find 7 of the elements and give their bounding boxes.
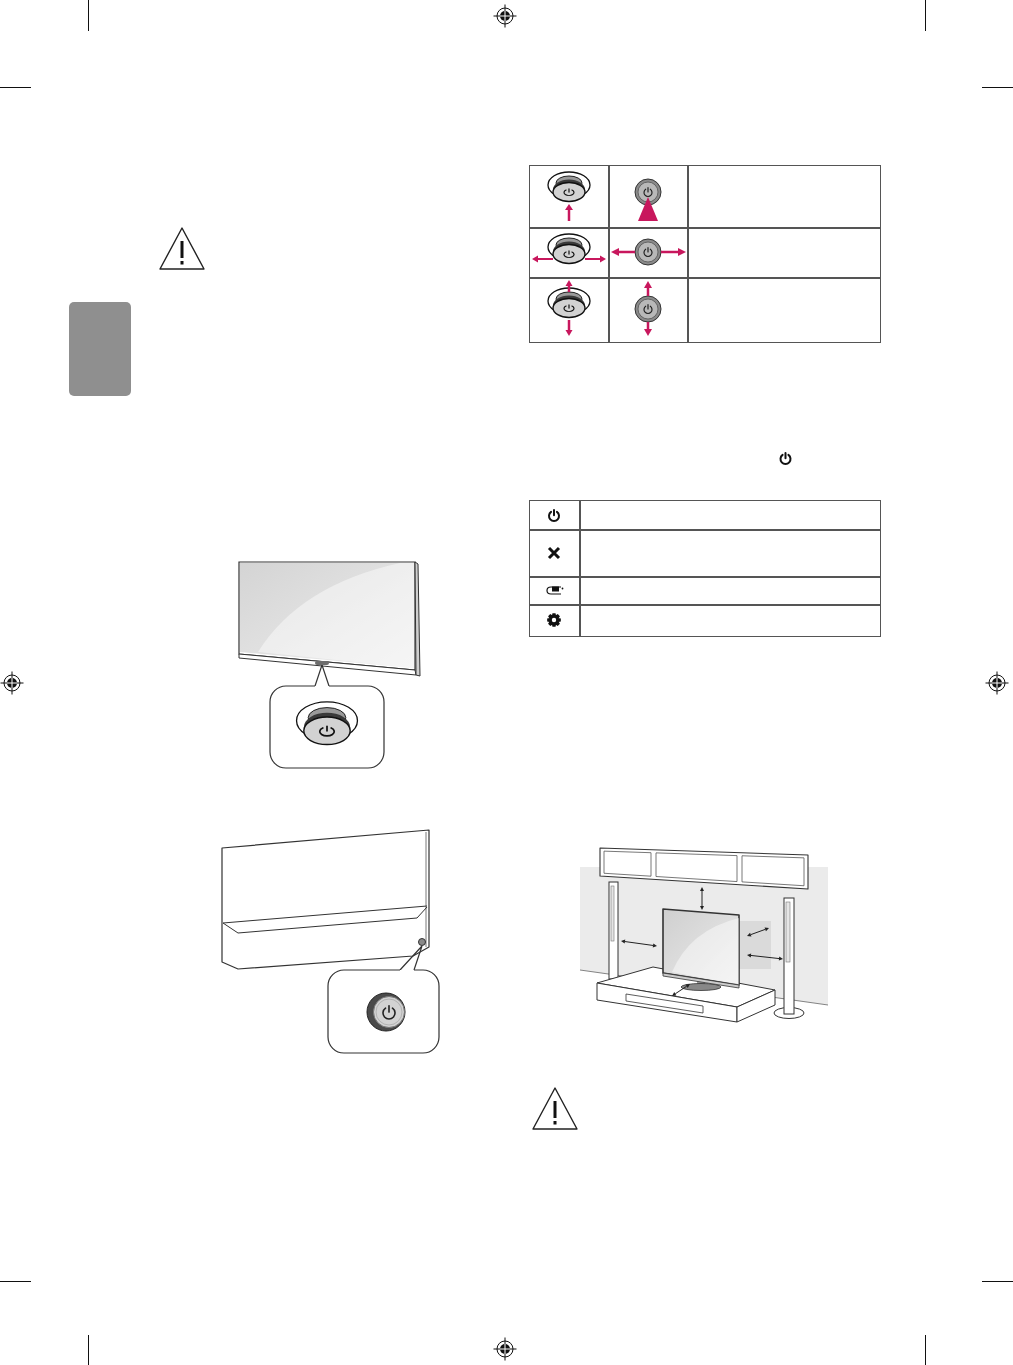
callout-pointer (399, 945, 423, 971)
tv-button (418, 938, 426, 946)
tv-button (315, 661, 329, 665)
callout-bubble (269, 685, 385, 769)
callout-bubble (327, 969, 440, 1054)
section-tab (69, 302, 131, 396)
callout-pointer (314, 664, 330, 687)
